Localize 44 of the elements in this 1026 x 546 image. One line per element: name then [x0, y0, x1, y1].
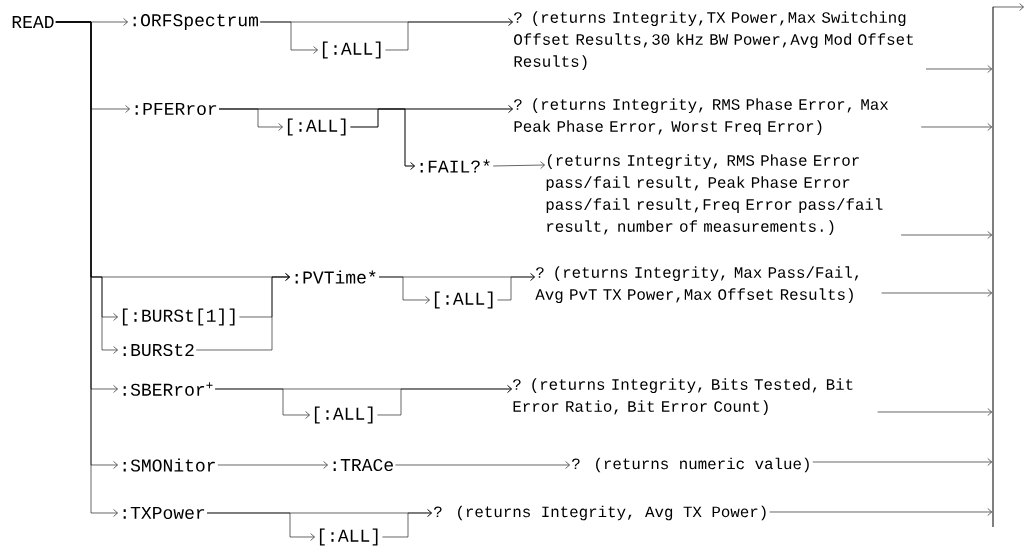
arrow	[992, 3, 1024, 11]
arrow	[812, 458, 993, 466]
syntax-keyword: :FAIL?*	[420, 159, 490, 173]
syntax-keyword: :TXPower	[123, 507, 205, 519]
syntax-keyword: [:ALL]	[434, 291, 493, 309]
arrow	[350, 108, 415, 170]
return-description: ? (returns Integrity,TX Power,Max Switching Offset Results,30 kHz BW Power,Avg Mod Offset Results)	[514, 11, 913, 71]
syntax-keyword: [:BURSt[1]]	[122, 308, 235, 326]
arrow	[920, 123, 993, 131]
return-description: ? (returns numeric value)	[572, 457, 809, 473]
arrow	[217, 461, 328, 469]
syntax-keyword: [:ALL]	[287, 118, 346, 136]
arrow	[395, 461, 570, 469]
arrow	[206, 512, 315, 541]
arrow	[259, 21, 318, 54]
arrow	[497, 273, 535, 301]
arrow	[382, 509, 432, 538]
syntax-keyword: :ORFSpectrum	[133, 14, 258, 30]
arrow	[378, 276, 430, 304]
arrow	[492, 161, 545, 169]
arrow	[769, 508, 993, 516]
return-description: ? (returns Integrity, Bits Tested, Bit Error Ratio, Bit Error Count)	[513, 378, 853, 415]
arrow	[900, 231, 993, 239]
return-description: ? (returns Integrity, Max Pass/Fail, Avg PvT TX Power,Max Offset Results)	[535, 266, 859, 303]
syntax-keyword: :BURSt2	[123, 343, 194, 357]
syntax-keyword: READ	[12, 16, 54, 28]
syntax-keyword: :PVTime*	[295, 270, 376, 284]
arrow	[881, 289, 993, 297]
arrow	[925, 65, 993, 73]
return-description: ? (returns Integrity, RMS Phase Error, Max Peak Phase Error, Worst Freq Error)	[514, 98, 889, 135]
arrow	[195, 273, 290, 351]
arrow	[377, 385, 512, 416]
arrow	[385, 18, 513, 51]
arrow	[214, 388, 310, 419]
syntax-keyword: [:ALL]	[319, 528, 378, 546]
return-description: ? (returns Integrity, Avg TX Power)	[434, 505, 766, 521]
syntax-keyword: :PFERror	[135, 103, 217, 115]
syntax-keyword: [:ALL]	[322, 41, 381, 59]
return-description: (returns Integrity, RMS Phase Error pass/fail result, Peak Phase Error pass/fail result,Freq Error pass/fail result, number of measurements.)	[546, 154, 883, 235]
syntax-keyword: :TRACe	[333, 458, 393, 472]
syntax-keyword: :SBERror$^{+}$	[123, 382, 213, 396]
arrow	[877, 408, 993, 416]
syntax-keyword: :SMONitor	[123, 458, 215, 472]
syntax-keyword: [:ALL]	[314, 406, 373, 424]
